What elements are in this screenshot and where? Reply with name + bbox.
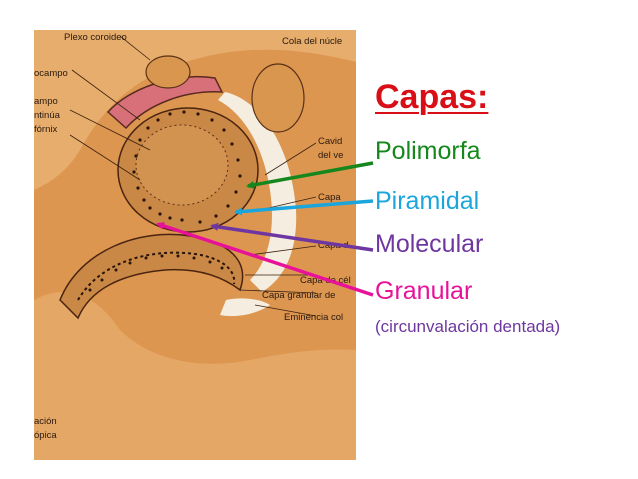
label-continua: ntinúa bbox=[34, 110, 61, 121]
top-nucleus bbox=[145, 55, 191, 89]
label-ventriculo: del ve bbox=[318, 150, 343, 161]
arrow-polimorfa bbox=[246, 161, 374, 189]
arrow-molecular bbox=[210, 222, 374, 252]
lower-tissue bbox=[34, 291, 356, 460]
arrow-piramidal bbox=[234, 199, 374, 216]
label-fornix: fórnix bbox=[34, 124, 57, 135]
hippocampus-inner bbox=[135, 124, 229, 206]
label-capa-granular: Capa granular de bbox=[262, 290, 335, 301]
label-plexo-coroideo: Plexo coroideo bbox=[64, 32, 127, 43]
legend-polimorfa: Polimorfa bbox=[375, 137, 481, 165]
label-cola-nucleo: Cola del núcle bbox=[282, 36, 342, 47]
label-capa: Capa bbox=[318, 192, 341, 203]
legend-molecular: Molecular bbox=[375, 230, 484, 258]
caudate-tail bbox=[251, 63, 305, 133]
legend-note: (circunvalación dentada) bbox=[375, 317, 561, 336]
fornix-band bbox=[106, 76, 224, 130]
ventricle-cavity bbox=[218, 92, 297, 292]
label-campo: ampo bbox=[34, 96, 58, 107]
upper-tissue bbox=[34, 30, 356, 190]
lower-cavity bbox=[220, 298, 270, 317]
label-hipocampo: ocampo bbox=[34, 68, 68, 79]
legend-granular: Granular bbox=[375, 277, 473, 305]
label-cavidad: Cavid bbox=[318, 136, 342, 147]
pyramidal-cell-layer bbox=[132, 110, 242, 224]
granular-cell-layer bbox=[88, 254, 224, 292]
dentate-granular-line bbox=[77, 251, 236, 301]
arrow-granular bbox=[156, 222, 374, 297]
label-bottom-2: ópica bbox=[34, 430, 57, 441]
label-bottom-1: ación bbox=[34, 416, 57, 427]
legend-piramidal: Piramidal bbox=[375, 187, 480, 215]
label-eminencia: Eminencia col bbox=[284, 312, 343, 323]
legend-title: Capas: bbox=[375, 78, 489, 116]
